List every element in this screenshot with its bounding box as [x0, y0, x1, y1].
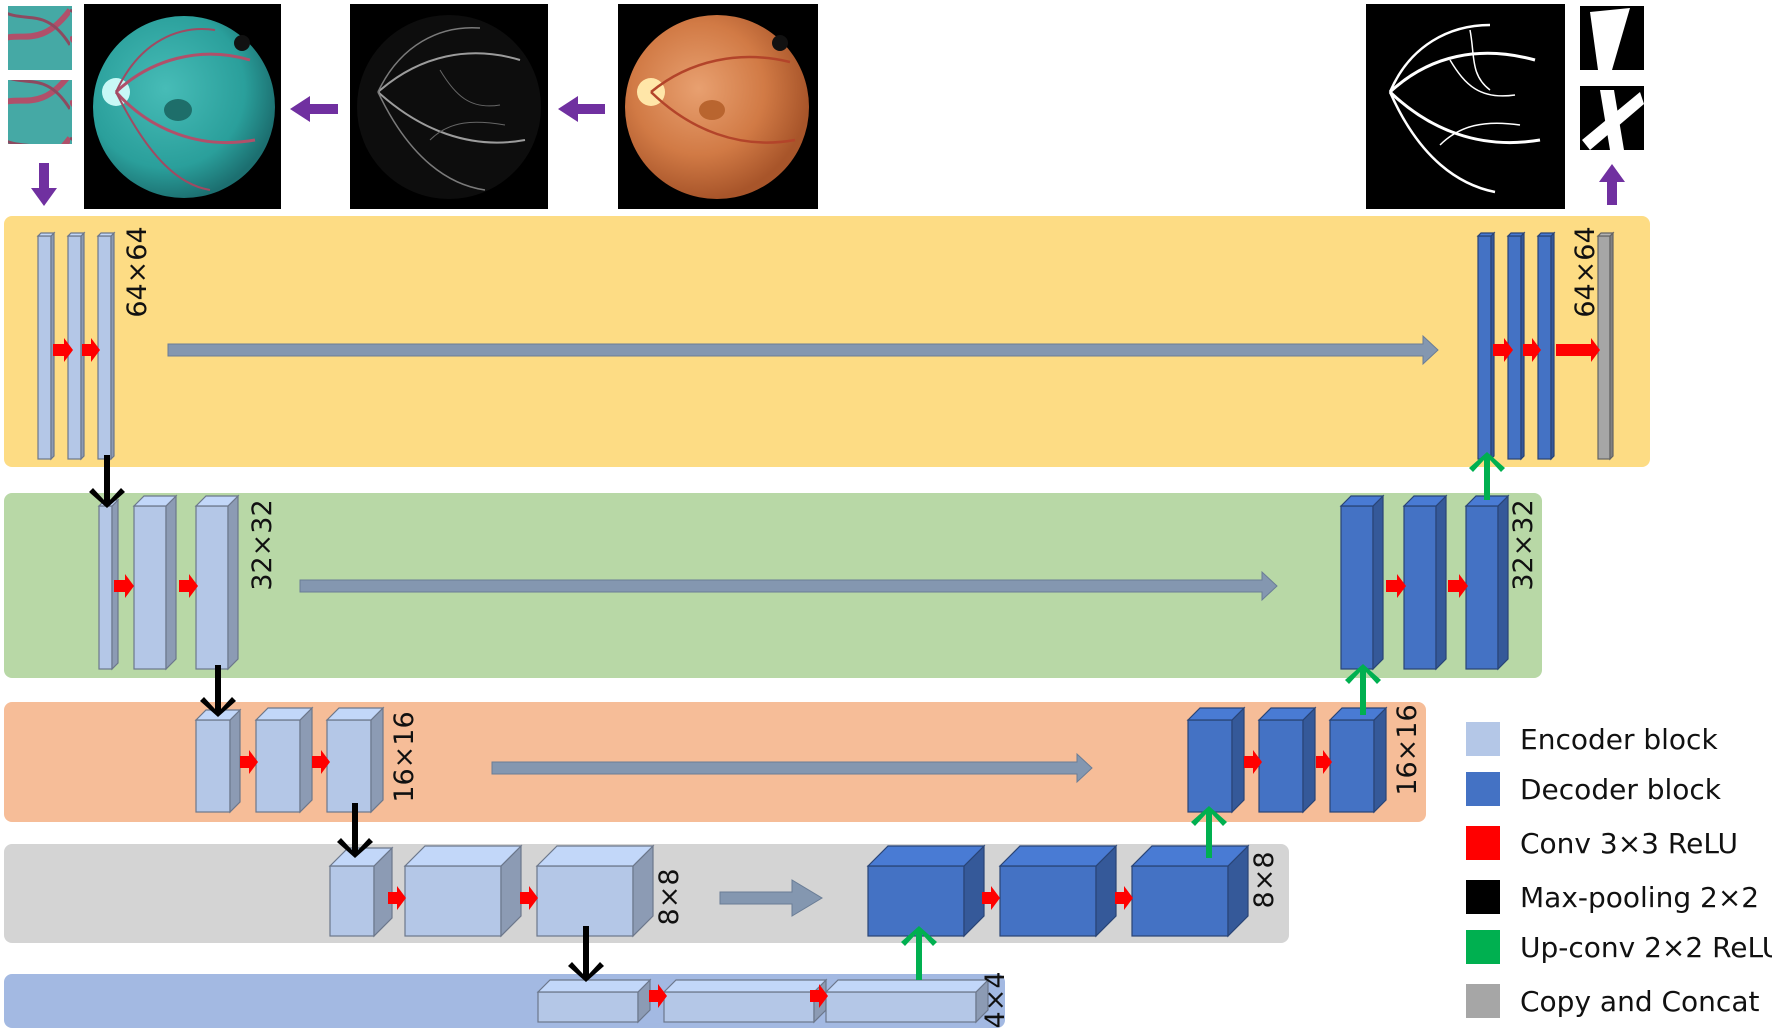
conv-arrow-32-4	[1448, 574, 1468, 598]
decoder-block-8-1	[866, 844, 986, 938]
conv-arrow-8-1	[388, 886, 406, 910]
upconv-arrow-32-64	[1469, 452, 1505, 500]
legend-swatch-encoder	[1466, 722, 1500, 756]
conv-arrow-8-4	[1115, 886, 1133, 910]
pipeline-arrow-left-1	[290, 96, 338, 122]
conv-arrow-32-3	[1386, 574, 1406, 598]
input-patch-1	[8, 6, 72, 70]
upconv-arrow-8-16	[1191, 806, 1227, 858]
size-label-8-right: 8×8	[1249, 852, 1280, 909]
pipeline-arrow-down	[31, 163, 57, 206]
skip-arrow-32	[299, 570, 1278, 602]
size-label-4: 4×4	[980, 972, 1011, 1029]
encoder-block-8-1	[328, 846, 394, 938]
encoder-block-16-2	[254, 706, 314, 814]
size-label-16-left: 16×16	[389, 711, 420, 802]
encoder-block-16-3	[325, 706, 385, 814]
size-labels: 64×64 64×64 32×32 32×32 16×16 16×16 8×8 …	[122, 226, 1601, 1028]
legend-swatch-maxpool	[1466, 880, 1500, 914]
conv-arrow-64-3	[1493, 338, 1513, 362]
upconv-arrow-4-8	[901, 926, 937, 980]
size-label-8-left: 8×8	[654, 869, 685, 926]
preprocessed-fundus-image	[84, 4, 281, 209]
legend-swatch-conv	[1466, 826, 1500, 860]
encoder-block-32-2	[132, 494, 178, 671]
skip-connection-arrows	[167, 334, 1439, 917]
conv-arrow-8-3	[982, 886, 1000, 910]
decoder-block-64-1	[1476, 231, 1496, 461]
conv-arrow-16-2	[312, 750, 330, 774]
level-band-64	[4, 216, 1650, 467]
encoder-block-32-3	[194, 494, 240, 671]
pipeline-arrows	[31, 96, 1625, 206]
encoder-block-64-2	[66, 231, 86, 461]
legend-swatch-concat	[1466, 984, 1500, 1018]
legend-label-encoder: Encoder block	[1520, 723, 1718, 756]
conv-arrow-4-1	[649, 984, 667, 1008]
encoder-block-8-3	[535, 844, 655, 938]
legend: Encoder block Decoder block Conv 3×3 ReL…	[1466, 722, 1772, 1018]
encoder-block-16-1	[194, 708, 242, 814]
legend-label-conv: Conv 3×3 ReLU	[1520, 827, 1738, 860]
decoder-block-32-1	[1339, 494, 1385, 671]
skip-arrow-16	[491, 752, 1093, 784]
decoder-block-8-2	[998, 844, 1118, 938]
conv-arrow-32-1	[114, 574, 134, 598]
size-label-32-left: 32×32	[247, 499, 278, 590]
conv-arrow-32-2	[179, 574, 198, 598]
conv-arrow-8-2	[520, 886, 538, 910]
maxpool-arrow-8-4	[568, 926, 604, 982]
conv-arrow-16-3	[1244, 750, 1262, 774]
pipeline-arrow-left-2	[558, 96, 605, 122]
size-label-16-right: 16×16	[1392, 704, 1423, 795]
conv-arrow-4-2	[810, 984, 828, 1008]
conv-arrow-64-4	[1523, 338, 1541, 362]
decoder-block-16-1	[1186, 706, 1246, 814]
decoder-block-64-3	[1536, 231, 1556, 461]
encoder-block-4-1	[536, 978, 652, 1024]
segmentation-output-image	[1366, 4, 1565, 209]
size-label-64-right: 64×64	[1570, 226, 1601, 317]
maxpool-arrow-64-32	[89, 455, 125, 508]
maxpool-arrow-16-8	[337, 803, 373, 858]
vessel-enhanced-image	[350, 4, 548, 209]
input-patches	[8, 6, 72, 144]
conv-arrow-16-4	[1316, 750, 1332, 774]
decoder-block-8-3	[1130, 844, 1250, 938]
decoder-block-16-3	[1328, 706, 1388, 814]
upconv-arrow-16-32	[1345, 664, 1381, 715]
operation-arrows	[53, 338, 1600, 1008]
encoder-block-8-2	[403, 844, 523, 938]
concat-block-64	[1596, 231, 1615, 461]
encoder-block-4-3	[824, 978, 990, 1024]
encoder-block-64-3	[96, 231, 116, 461]
conv-arrow-64-5	[1556, 338, 1600, 362]
pipeline-arrow-up	[1599, 164, 1625, 205]
skip-arrow-8	[719, 879, 823, 917]
conv-arrow-16-1	[240, 750, 258, 774]
legend-label-concat: Copy and Concat	[1520, 985, 1759, 1018]
legend-swatch-decoder	[1466, 772, 1500, 806]
size-label-32-right: 32×32	[1508, 499, 1539, 590]
decoder-block-32-3	[1464, 494, 1510, 671]
legend-label-upconv: Up-conv 2×2 ReLU	[1520, 931, 1772, 964]
legend-label-maxpool: Max-pooling 2×2	[1520, 881, 1759, 914]
legend-label-decoder: Decoder block	[1520, 773, 1722, 806]
decoder-block-16-2	[1257, 706, 1317, 814]
encoder-block-4-2	[662, 978, 828, 1024]
feature-blocks	[36, 231, 1615, 1024]
output-patches	[1580, 6, 1644, 150]
input-patch-2	[8, 80, 72, 144]
size-label-64-left: 64×64	[122, 226, 153, 317]
original-fundus-image	[618, 4, 818, 209]
decoder-block-32-2	[1402, 494, 1448, 671]
legend-swatch-upconv	[1466, 930, 1500, 964]
maxpool-arrow-32-16	[200, 665, 236, 717]
conv-arrow-64-2	[82, 338, 100, 362]
skip-arrow-64	[167, 334, 1439, 366]
decoder-block-64-2	[1506, 231, 1526, 461]
conv-arrow-64-1	[53, 338, 73, 362]
encoder-block-64-1	[36, 231, 56, 461]
